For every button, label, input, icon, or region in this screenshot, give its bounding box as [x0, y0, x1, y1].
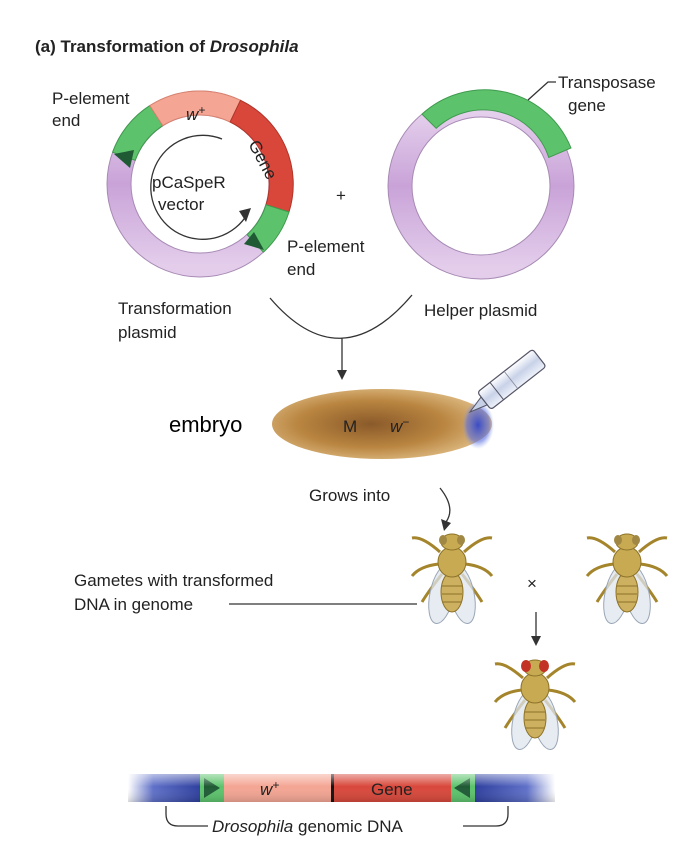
grows-into-arrow: [439, 487, 451, 523]
transformation-plasmid-label-line2: plasmid: [118, 323, 177, 342]
vector-label-line2: vector: [158, 195, 205, 214]
transposase-leader-line: [527, 81, 556, 101]
transformed-fly-icon: [410, 532, 494, 628]
transformation-plasmid: [106, 90, 294, 278]
transposase-label-line2: gene: [568, 96, 606, 115]
mate-fly-icon: [585, 532, 669, 628]
p-element-end-bottom-label-line1: P-element: [287, 237, 365, 256]
plus-sign: +: [336, 186, 346, 205]
embryo-w-minus-label: w−: [390, 415, 409, 436]
genomic-bracket-left: [165, 806, 208, 827]
figure-title: (a) Transformation of Drosophila: [35, 37, 299, 56]
offspring-red-eye-fly-icon: [493, 658, 577, 754]
helper-plasmid-label: Helper plasmid: [424, 301, 537, 320]
genomic-dna-bar: [128, 774, 555, 802]
gametes-label-line1: Gametes with transformed: [74, 571, 273, 590]
converging-curve: [269, 294, 413, 339]
injection-site: [462, 401, 494, 449]
w-plus-label: w+: [186, 103, 205, 124]
embryo-m-label: M: [343, 417, 357, 436]
embryo-label: embryo: [169, 412, 242, 437]
vector-label-line1: pCaSpeR: [152, 173, 226, 192]
cross-symbol: ×: [527, 574, 537, 593]
transposase-label-line1: Transposase: [558, 73, 656, 92]
genomic-dna-label: Drosophila genomic DNA: [212, 817, 404, 836]
gametes-label-line2: DNA in genome: [74, 595, 193, 614]
genomic-bracket-right: [463, 806, 509, 827]
genomic-gene-label: Gene: [371, 780, 413, 799]
micropipette-icon: [468, 349, 546, 414]
grows-into-label: Grows into: [309, 486, 390, 505]
embryo: [272, 389, 494, 459]
helper-plasmid: [387, 89, 575, 280]
transposase-gene-segment: [421, 89, 572, 159]
p-element-end-top-label-line2: end: [52, 111, 80, 130]
p-element-end-top-label-line1: P-element: [52, 89, 130, 108]
p-element-end-bottom-label-line2: end: [287, 260, 315, 279]
genomic-w-plus-label: w+: [260, 778, 279, 799]
transformation-plasmid-label-line1: Transformation: [118, 299, 232, 318]
